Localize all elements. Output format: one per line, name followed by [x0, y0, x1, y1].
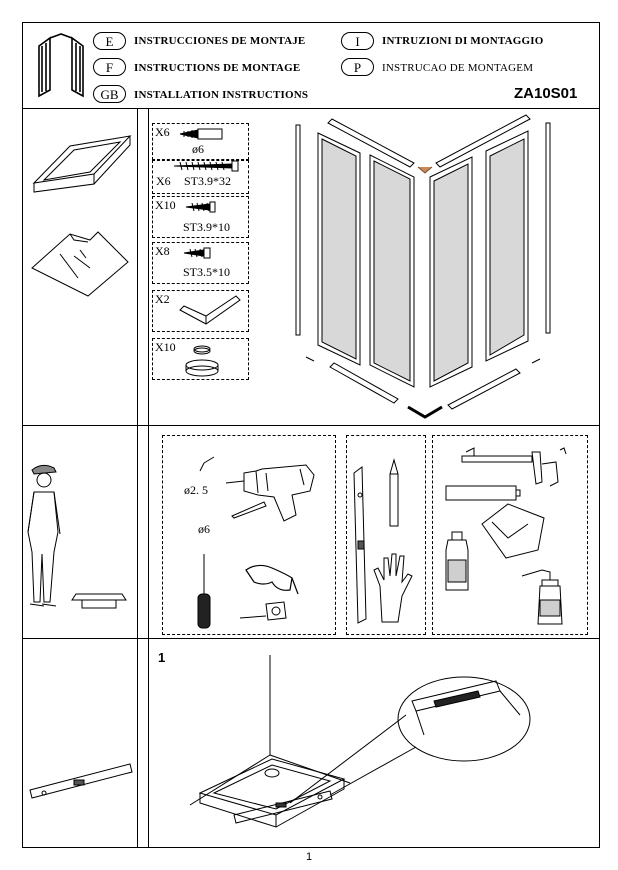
gloves-icon	[373, 553, 413, 623]
title-english: INSTALLATION INSTRUCTIONS	[134, 89, 309, 101]
tray-leveling-scene-icon	[189, 655, 531, 828]
step-number: 1	[158, 650, 166, 665]
spirit-level-icon	[353, 466, 367, 624]
column-divider-a	[137, 108, 138, 848]
safety-glasses-icon	[245, 564, 299, 595]
exploded-enclosure-icon	[295, 114, 551, 419]
part-box-2	[152, 160, 249, 194]
roller-wheel-icon	[185, 345, 219, 377]
header-divider	[22, 108, 600, 109]
part-qty-1: X6	[155, 125, 170, 139]
part-qty-4: X8	[155, 244, 170, 258]
part-qty-3: X10	[155, 198, 176, 212]
drill-bit-size-b: ø6	[198, 522, 210, 536]
title-italian: INTRUZIONI DI MONTAGGIO	[382, 35, 544, 47]
spray-bottle-icon	[521, 569, 563, 625]
part-box-4	[152, 242, 249, 284]
part-box-3	[152, 196, 249, 238]
page-frame	[22, 22, 600, 848]
column-divider-b	[148, 108, 149, 848]
part-spec-3: ST3.9*10	[183, 220, 231, 234]
fixings-bag-icon	[31, 231, 129, 297]
part-spec-2: ST3.9*32	[184, 174, 232, 188]
language-badge-f: F	[93, 58, 126, 76]
language-badge-i: I	[341, 32, 374, 50]
title-spanish: INSTRUCCIONES DE MONTAJE	[134, 35, 306, 47]
part-qty-6: X10	[155, 340, 176, 354]
medium-screw-icon	[185, 201, 216, 213]
part-qty-2: X6	[156, 174, 171, 188]
shower-enclosure-logo-icon	[38, 33, 84, 98]
sealant-tools-box	[432, 435, 588, 635]
part-box-1	[152, 123, 249, 160]
part-spec-4: ST3.5*10	[183, 265, 231, 279]
cloth-bag-icon	[481, 503, 545, 559]
row-divider-2	[22, 638, 600, 639]
model-number: ZA10S01	[514, 85, 578, 102]
wall-plug-icon	[179, 128, 223, 140]
cleaner-bottle-icon	[445, 531, 469, 591]
long-screw-icon	[173, 160, 239, 172]
language-badge-e: E	[93, 32, 126, 50]
part-qty-5: X2	[155, 292, 170, 306]
row-divider-1	[22, 425, 600, 426]
screwdriver-icon	[197, 554, 211, 629]
drill-bit-icon	[231, 501, 267, 519]
title-portuguese: INSTRUCAO DE MONTAGEM	[382, 62, 534, 74]
part-spec-1: ø6	[192, 142, 204, 156]
pencil-icon	[389, 458, 399, 527]
installer-person-icon	[27, 464, 127, 609]
part-box-6	[152, 338, 249, 380]
silicone-gun-icon	[445, 447, 567, 501]
power-drill-icon	[199, 456, 315, 522]
drill-bit-size-a: ø2. 5	[184, 483, 208, 497]
drilling-tools-box	[162, 435, 336, 635]
title-french: INSTRUCTIONS DE MONTAGE	[134, 62, 301, 74]
level-tool-icon	[29, 763, 133, 799]
language-badge-p: P	[341, 58, 374, 76]
page-number: 1	[306, 851, 313, 863]
shower-tray-icon	[32, 135, 132, 193]
part-box-5	[152, 290, 249, 332]
level-tools-box	[346, 435, 426, 635]
tape-measure-icon	[239, 601, 287, 621]
corner-bracket-icon	[179, 295, 241, 325]
short-screw-icon	[183, 247, 211, 259]
language-badge-gb: GB	[93, 85, 126, 103]
